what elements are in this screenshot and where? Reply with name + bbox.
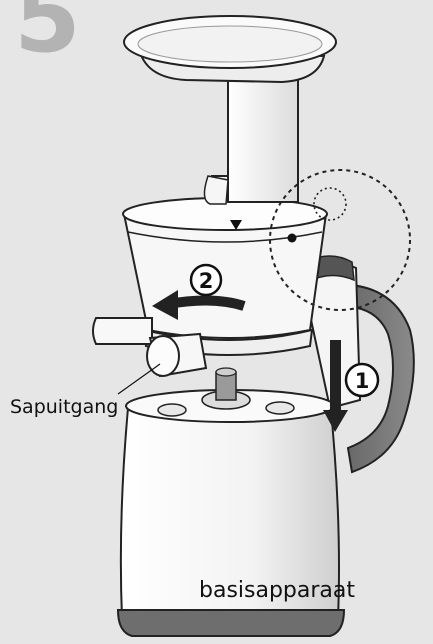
base-unit-label: basisapparaat xyxy=(199,578,355,603)
juice-outlet-label: Sapuitgang xyxy=(10,396,118,418)
juice-outlet-leader-line xyxy=(118,364,160,394)
juicing-bowl xyxy=(123,198,327,355)
drive-shaft xyxy=(216,368,236,400)
step-2-number: 2 xyxy=(199,269,214,293)
step-1-number: 1 xyxy=(355,369,370,393)
step-number: 5 xyxy=(14,0,81,66)
feed-chute xyxy=(124,16,336,204)
lock-dot xyxy=(288,234,297,243)
